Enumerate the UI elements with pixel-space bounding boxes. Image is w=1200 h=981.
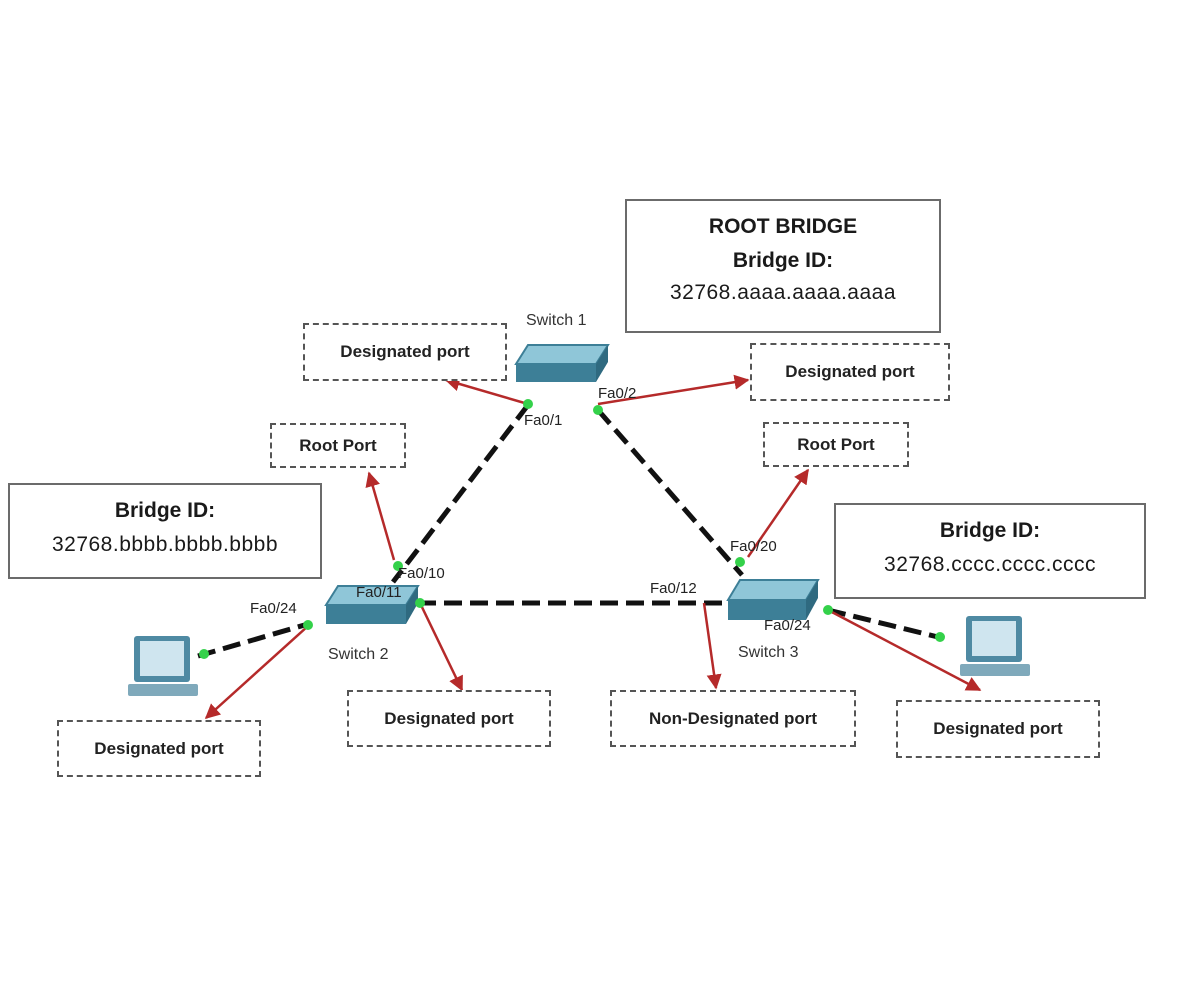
led-pc2 [935,632,945,642]
arrow-s1-right [597,374,750,406]
pc-left-icon[interactable] [128,636,198,696]
role-s2-pc: Designated port [57,720,261,777]
arrow-s2-link [418,602,464,692]
led-s3-fa024 [823,605,833,615]
root-bridge-box: ROOT BRIDGE Bridge ID: 32768.aaaa.aaaa.a… [625,199,941,333]
link-s1-s2 [391,403,530,584]
switch3-bridge-id-value: 32768.cccc.cccc.cccc [884,553,1096,576]
switch3-bridge-box: Bridge ID: 32768.cccc.cccc.cccc [834,503,1146,599]
switch-1-icon[interactable] [514,344,610,382]
port-s2-fa024: Fa0/24 [250,600,297,617]
port-s2-fa011: Fa0/11 [356,584,402,601]
led-s1-fa01 [523,399,533,409]
arrow-s2-pc [204,625,309,720]
led-s2-fa024 [303,620,313,630]
role-s3-link: Non-Designated port [610,690,856,747]
role-s2-root: Root Port [270,423,406,468]
port-s3-fa012: Fa0/12 [650,580,697,597]
links [197,403,939,659]
switch3-bridge-id-label: Bridge ID: [939,519,1041,542]
root-bridge-title: ROOT BRIDGE [708,215,858,238]
link-pc1-s2 [197,621,309,659]
link-s3-pc2 [827,607,939,640]
role-s1-right: Designated port [750,343,950,401]
port-s1-fa02: Fa0/2 [598,385,637,402]
role-arrows [204,374,982,720]
port-s1-fa01: Fa0/1 [524,412,563,429]
switch2-bridge-id-value: 32768.bbbb.bbbb.bbbb [51,533,279,556]
led-s2-fa011 [415,598,425,608]
root-bridge-id-label: Bridge ID: [732,249,834,272]
switch-3-icon[interactable] [726,579,820,620]
role-s3-pc: Designated port [896,700,1100,758]
switch2-bridge-id-label: Bridge ID: [114,499,216,522]
switch-3-label: Switch 3 [738,644,799,661]
role-s3-root: Root Port [763,422,909,467]
switch-2-icon[interactable] [324,585,420,624]
role-s1-left: Designated port [303,323,507,381]
port-s3-fa020: Fa0/20 [730,538,777,555]
root-bridge-id-value: 32768.aaaa.aaaa.aaaa [669,281,897,304]
arrow-s1-left [444,376,529,406]
pc-right-icon[interactable] [960,616,1030,676]
port-leds [199,399,945,659]
arrow-s3-root [746,468,810,558]
led-s3-fa020 [735,557,745,567]
switch2-bridge-box: Bridge ID: 32768.bbbb.bbbb.bbbb [8,483,322,579]
switch-2-label: Switch 2 [328,646,389,663]
led-pc1 [199,649,209,659]
led-s2-fa010 [393,561,403,571]
led-s1-fa02 [593,405,603,415]
port-s2-fa010: Fa0/10 [398,565,445,582]
link-s1-s3 [596,408,744,577]
role-s2-link: Designated port [347,690,551,747]
switch-1-label: Switch 1 [526,312,587,329]
arrow-s3-pc [827,608,982,692]
arrow-s2-root [365,471,396,561]
arrow-s3-link [702,602,722,690]
port-s3-fa024: Fa0/24 [764,617,811,634]
